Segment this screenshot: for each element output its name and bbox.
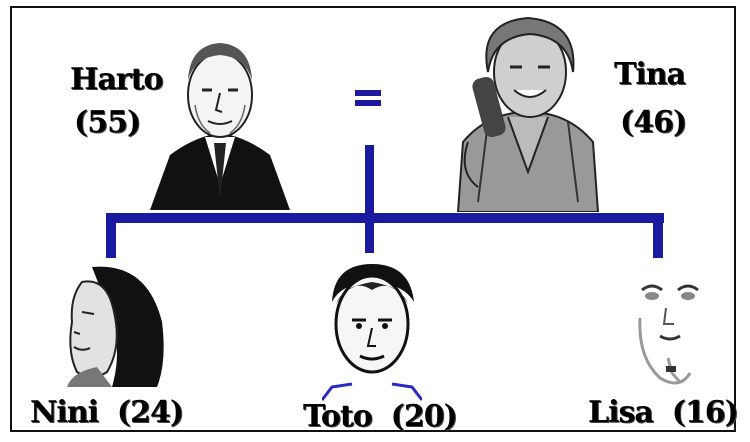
toto-portrait bbox=[322, 264, 422, 401]
drop-line-nini bbox=[106, 213, 116, 258]
harto-name: Harto bbox=[70, 62, 163, 97]
harto-age: (55) bbox=[74, 105, 141, 140]
tina-portrait bbox=[456, 16, 600, 212]
marriage-symbol-bar-bottom bbox=[355, 100, 381, 106]
toto-name: Toto bbox=[303, 399, 373, 434]
lisa-name: Lisa bbox=[588, 395, 654, 430]
toto-label: Toto (20) bbox=[303, 399, 458, 434]
sibling-bar bbox=[106, 213, 664, 223]
tina-age: (46) bbox=[620, 105, 687, 140]
trunk-line bbox=[365, 145, 374, 253]
lisa-label: Lisa (16) bbox=[588, 395, 739, 430]
nini-age: (24) bbox=[116, 395, 184, 430]
nini-portrait bbox=[67, 266, 164, 387]
toto-age: (20) bbox=[390, 399, 458, 434]
nini-label: Nini (24) bbox=[30, 395, 184, 430]
marriage-symbol-bar-top bbox=[355, 90, 381, 96]
drop-line-lisa bbox=[653, 213, 663, 258]
tina-name: Tina bbox=[614, 57, 686, 92]
lisa-age: (16) bbox=[671, 395, 739, 430]
lisa-portrait bbox=[638, 284, 699, 385]
nini-name: Nini bbox=[30, 395, 99, 430]
harto-portrait bbox=[150, 43, 290, 210]
